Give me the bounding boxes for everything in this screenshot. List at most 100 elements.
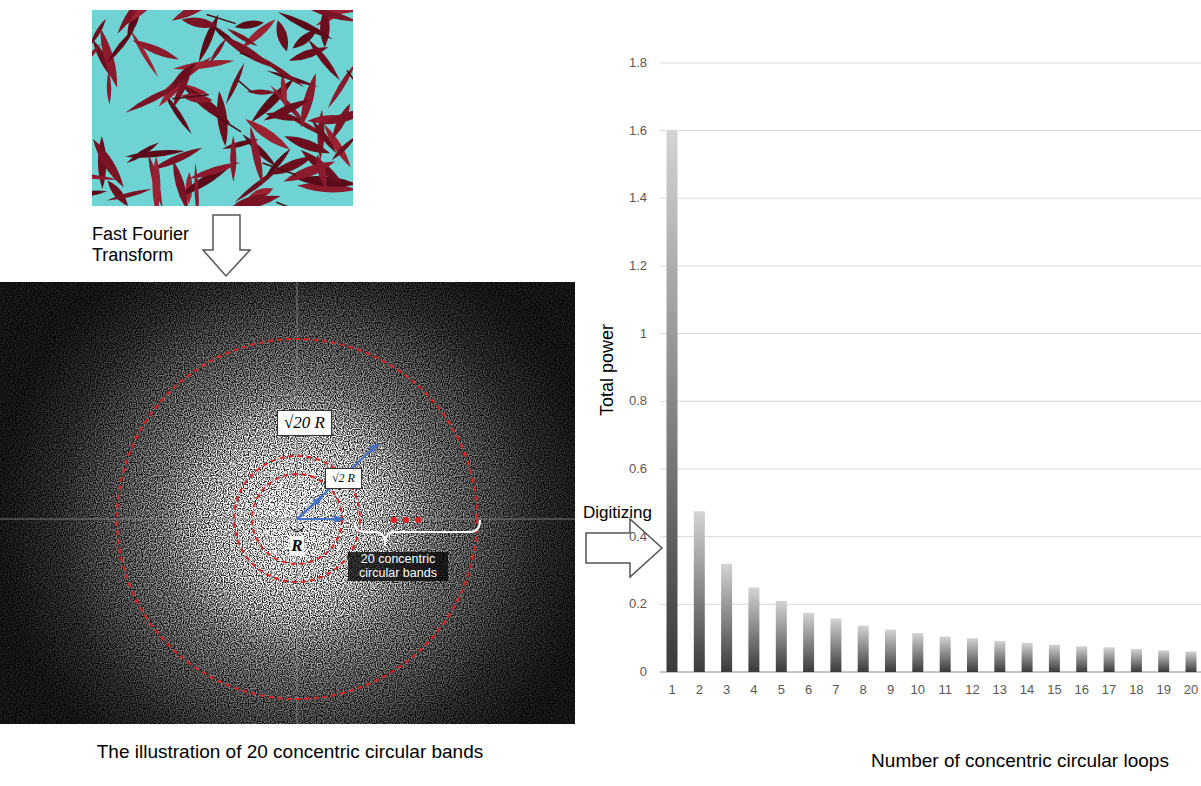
axis-tick: 9 xyxy=(887,683,894,698)
leaf xyxy=(273,19,291,53)
brace-label: 20 concentric circular bands xyxy=(348,552,448,581)
panel-caption: The illustration of 20 concentric circul… xyxy=(97,741,484,763)
axis-tick: 17 xyxy=(1102,683,1116,698)
leaf xyxy=(306,10,353,25)
leaf xyxy=(168,60,199,90)
chart-bar xyxy=(748,587,759,672)
leaf xyxy=(342,10,353,24)
leaf xyxy=(181,15,219,31)
leaf xyxy=(152,156,161,206)
leaf xyxy=(226,26,259,48)
step-label: Digitizing xyxy=(583,503,652,523)
hollow-arrow xyxy=(203,215,250,276)
leaf-stem xyxy=(347,70,353,96)
grid-line xyxy=(660,130,1201,131)
chart-bar xyxy=(994,641,1005,672)
leaf xyxy=(131,37,180,64)
leaf-stem xyxy=(276,202,304,206)
grid-line xyxy=(660,198,1201,199)
leaf-stem xyxy=(263,163,296,175)
axis-tick: 1 xyxy=(640,326,647,341)
leaf xyxy=(290,27,319,52)
angle-arc xyxy=(290,527,304,532)
radius-arrow xyxy=(297,518,343,520)
leaf-stem xyxy=(217,116,241,131)
leaf xyxy=(208,37,228,64)
leaf xyxy=(92,189,107,199)
chart-bar xyxy=(830,619,841,673)
axis-tick: 12 xyxy=(965,683,979,698)
axis-tick: 13 xyxy=(993,683,1007,698)
chart-bar xyxy=(858,626,869,672)
axis-tick: 11 xyxy=(938,683,952,698)
axis-tick: 1 xyxy=(668,683,675,698)
leaf xyxy=(173,57,235,72)
axis-tick: 3 xyxy=(723,683,730,698)
axis-tick: 0.2 xyxy=(629,597,647,612)
radius-arrow xyxy=(297,444,378,519)
chart-bars xyxy=(667,131,1197,672)
leaf xyxy=(225,191,281,206)
chart-bar xyxy=(885,630,896,672)
axis-title: Total power xyxy=(597,324,618,416)
chart-bar xyxy=(803,613,814,672)
band-circle xyxy=(234,456,360,582)
spectrum-axis xyxy=(0,518,575,520)
grid-line xyxy=(660,468,1201,469)
leaf-stem xyxy=(238,80,253,93)
radius-arrow xyxy=(297,497,322,519)
axis-tick: 6 xyxy=(805,683,812,698)
leaf-stem xyxy=(240,53,250,57)
axis-tick: 1.2 xyxy=(629,259,647,274)
axis-tick: 1.4 xyxy=(629,191,647,206)
leaf xyxy=(314,154,330,190)
leaf xyxy=(92,171,118,182)
axis-tick: 7 xyxy=(832,683,839,698)
chart-grid xyxy=(660,63,1201,672)
axis-tick: 0 xyxy=(640,665,647,680)
leaf xyxy=(262,96,311,124)
leaf xyxy=(224,62,247,106)
band-circle xyxy=(117,339,477,699)
value-box: √20 R xyxy=(277,410,332,436)
chart-bar xyxy=(694,511,705,672)
grid-line xyxy=(660,333,1201,334)
axis-tick: 4 xyxy=(750,683,757,698)
photo-leaves xyxy=(92,10,353,206)
chart-bar xyxy=(1186,651,1197,672)
chart-bar xyxy=(912,633,923,672)
spectrum-axis xyxy=(296,282,298,724)
leaf xyxy=(254,52,306,89)
leaf xyxy=(92,42,103,67)
leaf xyxy=(353,10,354,41)
axis-tick: 0.4 xyxy=(629,529,647,544)
spectrum-noise xyxy=(0,282,575,724)
leaf xyxy=(96,27,122,89)
axis-tick: 5 xyxy=(778,683,785,698)
axis-tick: 15 xyxy=(1047,683,1061,698)
axis-tick: 0.6 xyxy=(629,462,647,477)
leaf xyxy=(234,19,264,31)
grid-line xyxy=(660,265,1201,266)
leaf xyxy=(179,81,234,128)
leaf xyxy=(247,126,267,186)
leaf xyxy=(243,115,293,153)
axis-tick: 18 xyxy=(1129,683,1143,698)
leaf-stem xyxy=(172,95,208,99)
spectrum-ground xyxy=(0,282,575,724)
leaf-stem xyxy=(207,14,236,23)
radius-label: R xyxy=(289,536,304,556)
leaf xyxy=(329,102,353,141)
chart-bar xyxy=(1131,649,1142,672)
chart-bar xyxy=(1049,645,1060,672)
chart-bar xyxy=(1076,646,1087,672)
axis-tick: 2 xyxy=(696,683,703,698)
box-text: √20 R xyxy=(284,413,325,433)
chart-bar xyxy=(940,637,951,673)
axis-tick: 19 xyxy=(1156,683,1170,698)
brace xyxy=(355,520,480,546)
axis-tick: 8 xyxy=(860,683,867,698)
ellipsis-dot xyxy=(415,517,421,523)
chart-bar xyxy=(667,131,678,672)
